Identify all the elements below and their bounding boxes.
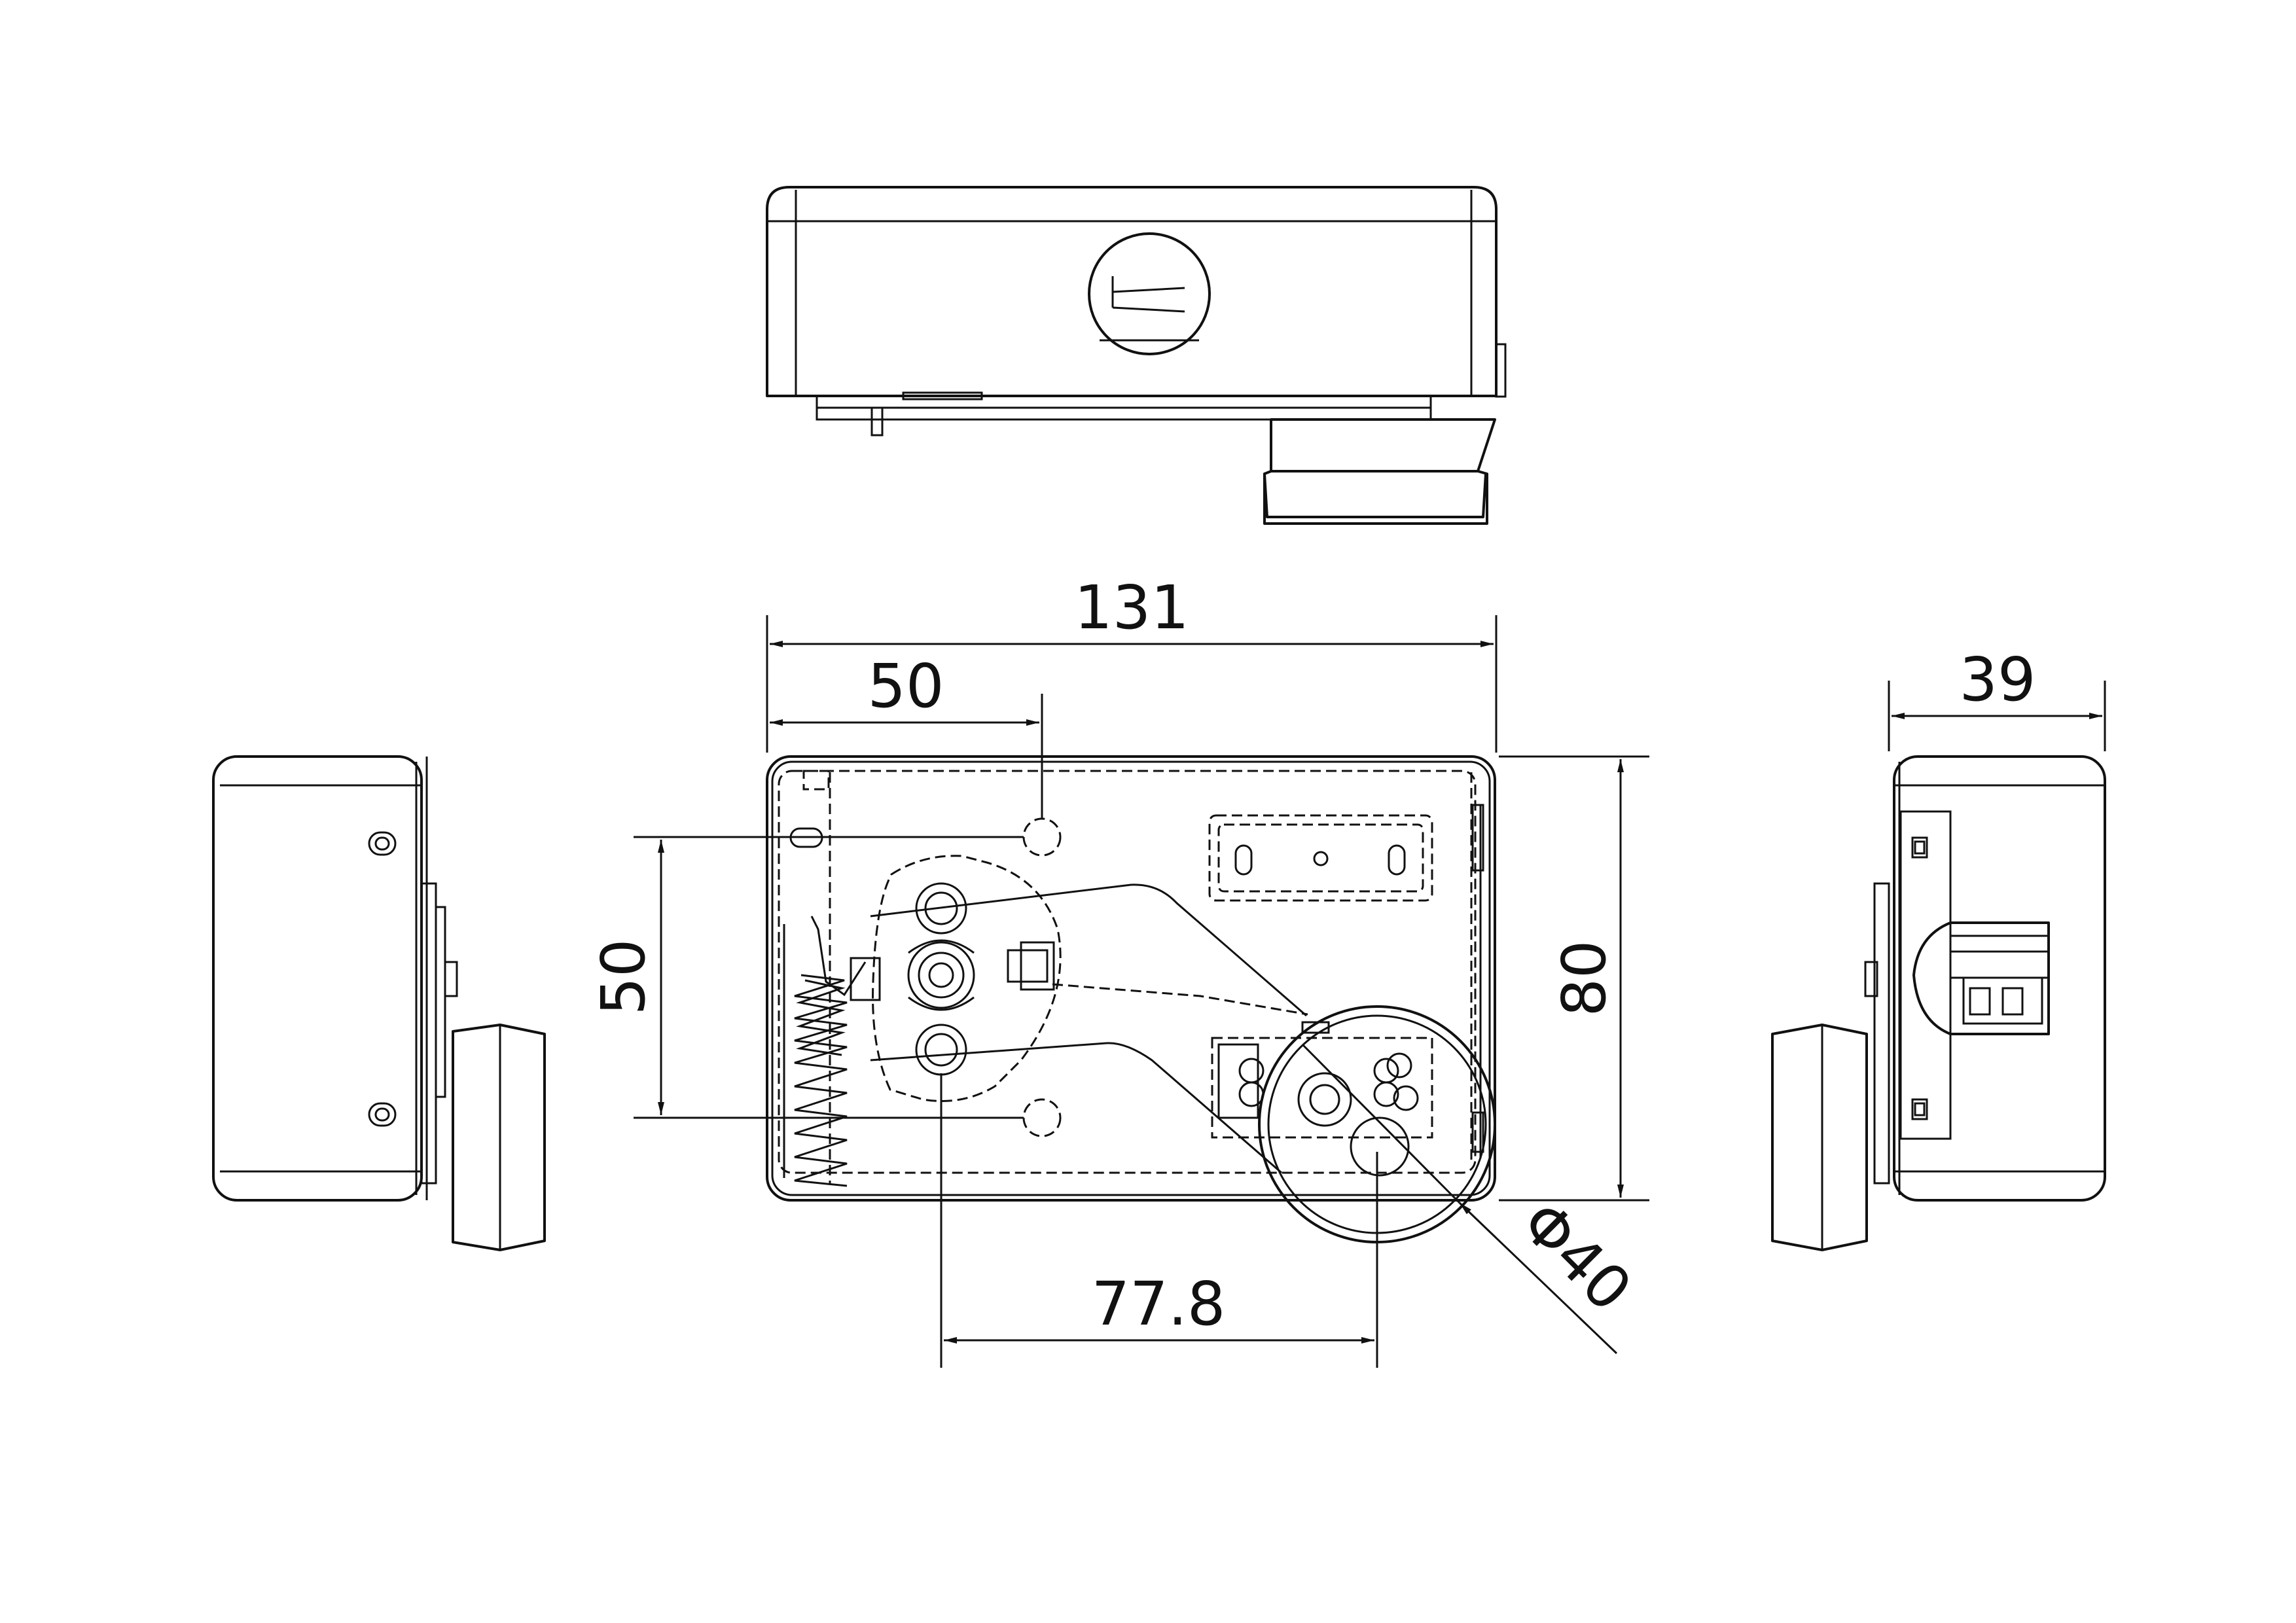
spring-icon xyxy=(783,924,848,1187)
top-view xyxy=(766,186,1507,525)
dim-depth: 39 xyxy=(1959,645,2036,715)
dim-overall-height: 80 xyxy=(1549,940,1619,1016)
knob-side-left xyxy=(452,1024,546,1251)
dim-overall-width: 131 xyxy=(1074,573,1189,643)
cylinder-side-icon xyxy=(1912,921,2050,1035)
right-side-view: 39 xyxy=(1771,645,2106,1251)
terminal-block xyxy=(1211,1021,1433,1139)
cam-assembly xyxy=(810,855,1308,1174)
strike-window xyxy=(1208,814,1433,902)
dim-cylinder-diameter: Φ40 xyxy=(1507,1188,1645,1325)
left-side-view xyxy=(212,755,546,1251)
mounting-hole-lower xyxy=(1022,1098,1062,1137)
cylinder-slot-icon xyxy=(1088,232,1211,355)
knob-side-right xyxy=(1771,1024,1868,1251)
mounting-hole-upper xyxy=(1022,817,1062,857)
front-view: 131 50 50 80 77.8 Φ40 xyxy=(588,573,1649,1368)
dim-cylinder-distance: 77.8 xyxy=(1092,1269,1226,1339)
knob-top xyxy=(1263,418,1496,525)
dim-hole-spacing: 50 xyxy=(588,938,658,1015)
dim-top-offset: 50 xyxy=(867,651,944,721)
